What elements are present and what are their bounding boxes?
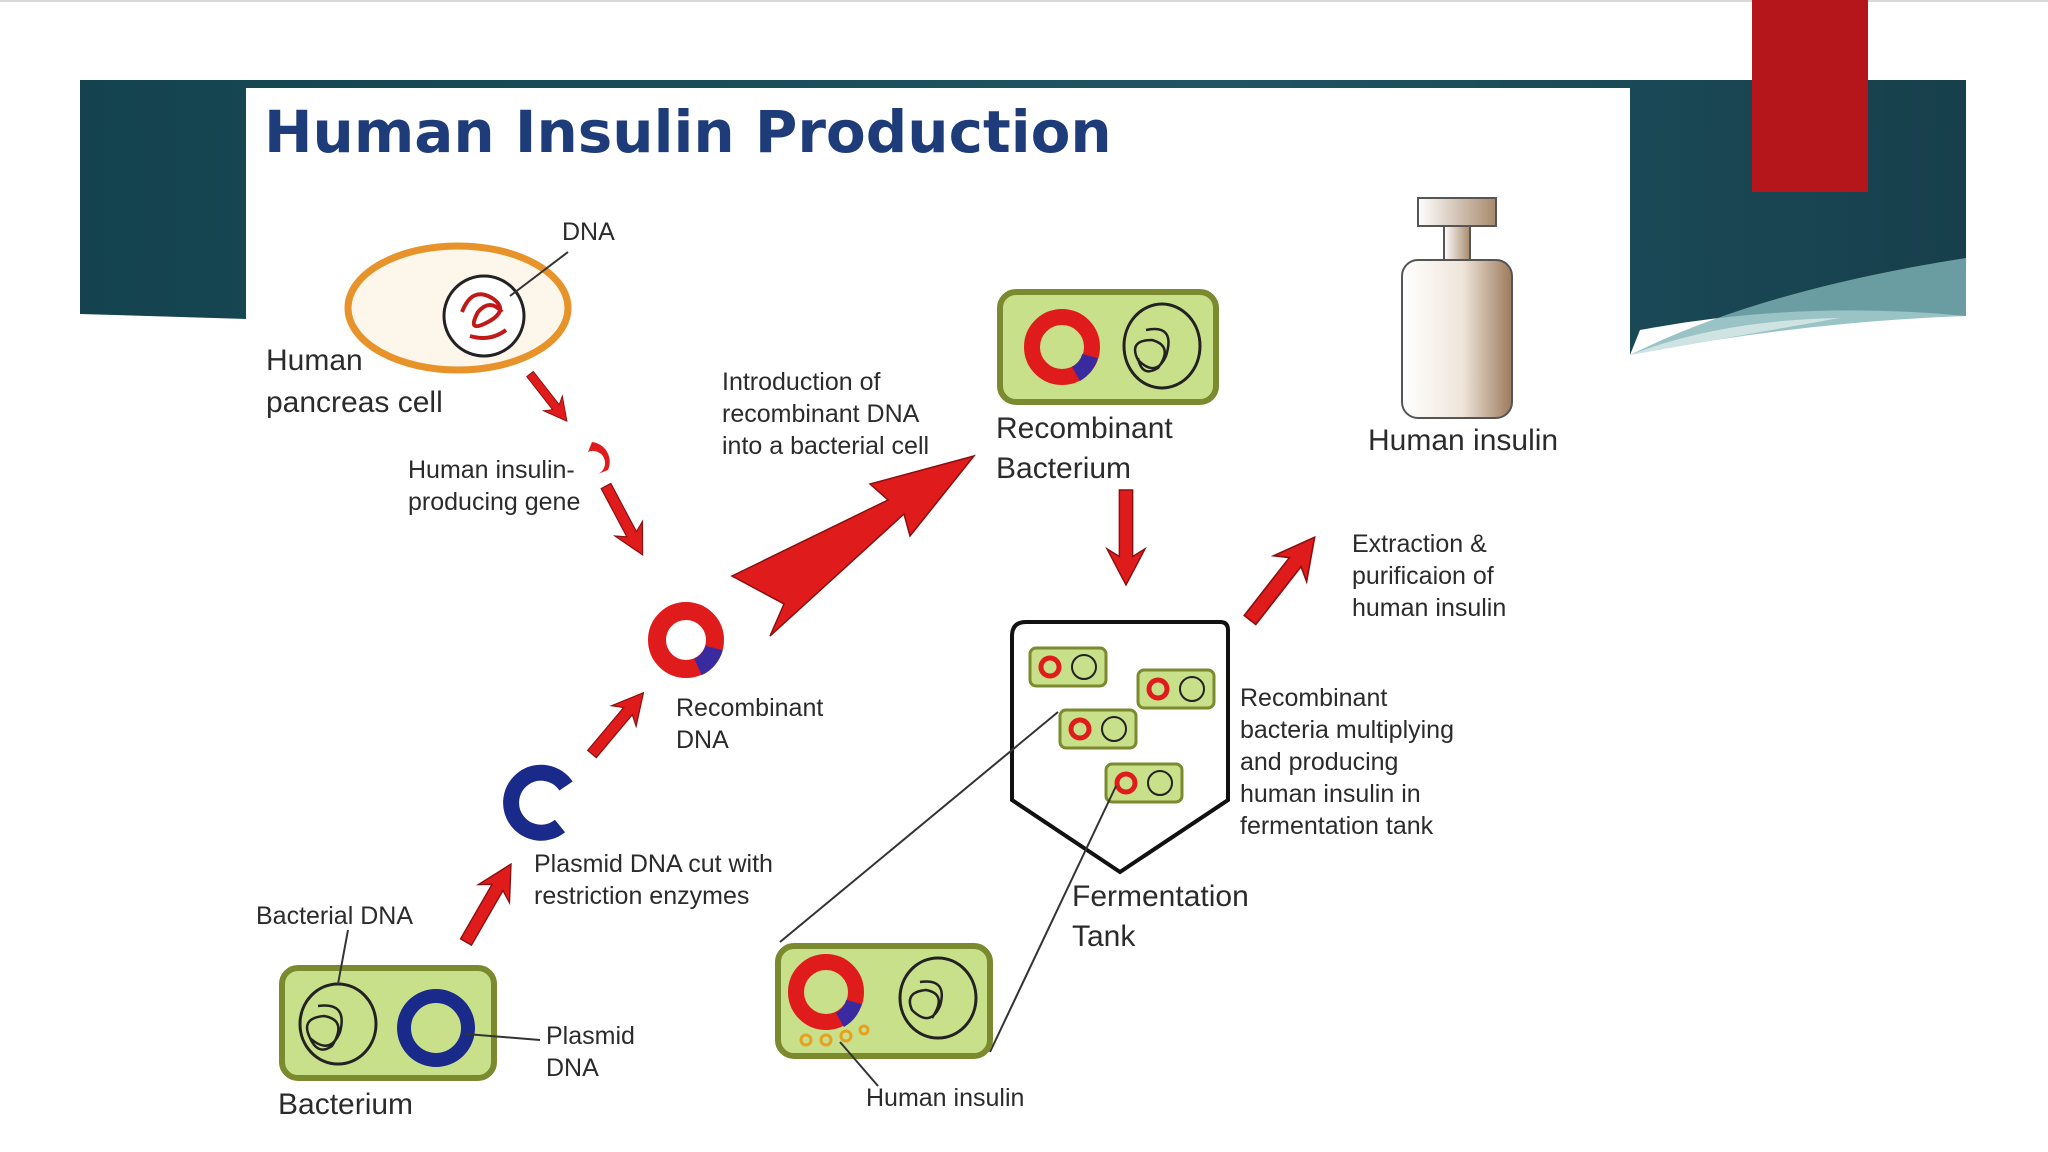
multiplying-label-1: Recombinant bbox=[1240, 684, 1387, 712]
arrow-introduction bbox=[730, 454, 977, 637]
pancreas-label-2: pancreas cell bbox=[266, 386, 443, 419]
zoom-line-left bbox=[779, 711, 1059, 943]
tank-bacterium-1 bbox=[1028, 646, 1108, 688]
extraction-label-2: purificaion of bbox=[1352, 562, 1494, 590]
page-title: Human Insulin Production bbox=[264, 98, 1112, 166]
extraction-label-1: Extraction & bbox=[1352, 530, 1487, 558]
multiplying-label-5: fermentation tank bbox=[1240, 812, 1434, 840]
plasmid-dna-label-1: Plasmid bbox=[546, 1022, 635, 1050]
tank-bacterium-2 bbox=[1136, 668, 1216, 710]
dna-pointer bbox=[509, 251, 569, 297]
recombinant-dna-label-2: DNA bbox=[676, 726, 729, 754]
bacterial-dna-label: Bacterial DNA bbox=[256, 902, 413, 930]
red-accent-tab bbox=[1752, 0, 1868, 192]
bacterium bbox=[279, 965, 497, 1081]
dna-label: DNA bbox=[562, 218, 615, 246]
bacterial-dna-pointer bbox=[337, 929, 349, 985]
fermentation-tank-label-2: Tank bbox=[1072, 920, 1136, 953]
fermentation-tank bbox=[1010, 620, 1230, 875]
plasmid-cut-label-1: Plasmid DNA cut with bbox=[534, 850, 773, 878]
cut-plasmid bbox=[503, 764, 573, 841]
introduction-label-3: into a bacterial cell bbox=[722, 432, 929, 460]
recombinant-bacterium-label-1: Recombinant bbox=[996, 412, 1173, 445]
tank-bacterium-3 bbox=[1058, 708, 1138, 750]
insulin-producing-bacterium bbox=[775, 943, 993, 1059]
recombinant-bacterium bbox=[997, 289, 1219, 405]
zoom-line-right bbox=[989, 785, 1117, 1053]
multiplying-label-2: bacteria multiplying bbox=[1240, 716, 1454, 744]
introduction-label-2: recombinant DNA bbox=[722, 400, 920, 428]
pancreas-cell bbox=[344, 242, 572, 374]
pancreas-label-1: Human bbox=[266, 344, 363, 377]
plasmid-dna-label-2: DNA bbox=[546, 1054, 599, 1082]
insulin-bottle bbox=[1401, 197, 1513, 419]
recombinant-dna-label-1: Recombinant bbox=[676, 694, 823, 722]
plasmid-pointer bbox=[465, 1033, 541, 1041]
extraction-label-3: human insulin bbox=[1352, 594, 1506, 622]
introduction-label-1: Introduction of bbox=[722, 368, 880, 396]
recombinant-bacterium-label-2: Bacterium bbox=[996, 452, 1131, 485]
recombinant-dna-ring bbox=[648, 602, 724, 678]
insulin-gene-label-2: producing gene bbox=[408, 488, 580, 516]
tank-bacterium-4 bbox=[1104, 762, 1184, 804]
multiplying-label-4: human insulin in bbox=[1240, 780, 1421, 808]
plasmid-cut-label-2: restriction enzymes bbox=[534, 882, 749, 910]
insulin-pointer bbox=[839, 1041, 879, 1087]
bacterium-label: Bacterium bbox=[278, 1088, 413, 1121]
banner-wave bbox=[1630, 258, 1966, 355]
human-insulin-bottom-label: Human insulin bbox=[866, 1084, 1024, 1112]
multiplying-label-3: and producing bbox=[1240, 748, 1398, 776]
insulin-gene-fragment bbox=[588, 442, 610, 474]
insulin-gene-label-1: Human insulin- bbox=[408, 456, 575, 484]
insulin-molecules bbox=[799, 1024, 870, 1047]
fermentation-tank-label-1: Fermentation bbox=[1072, 880, 1249, 913]
human-insulin-top-label: Human insulin bbox=[1368, 424, 1558, 457]
